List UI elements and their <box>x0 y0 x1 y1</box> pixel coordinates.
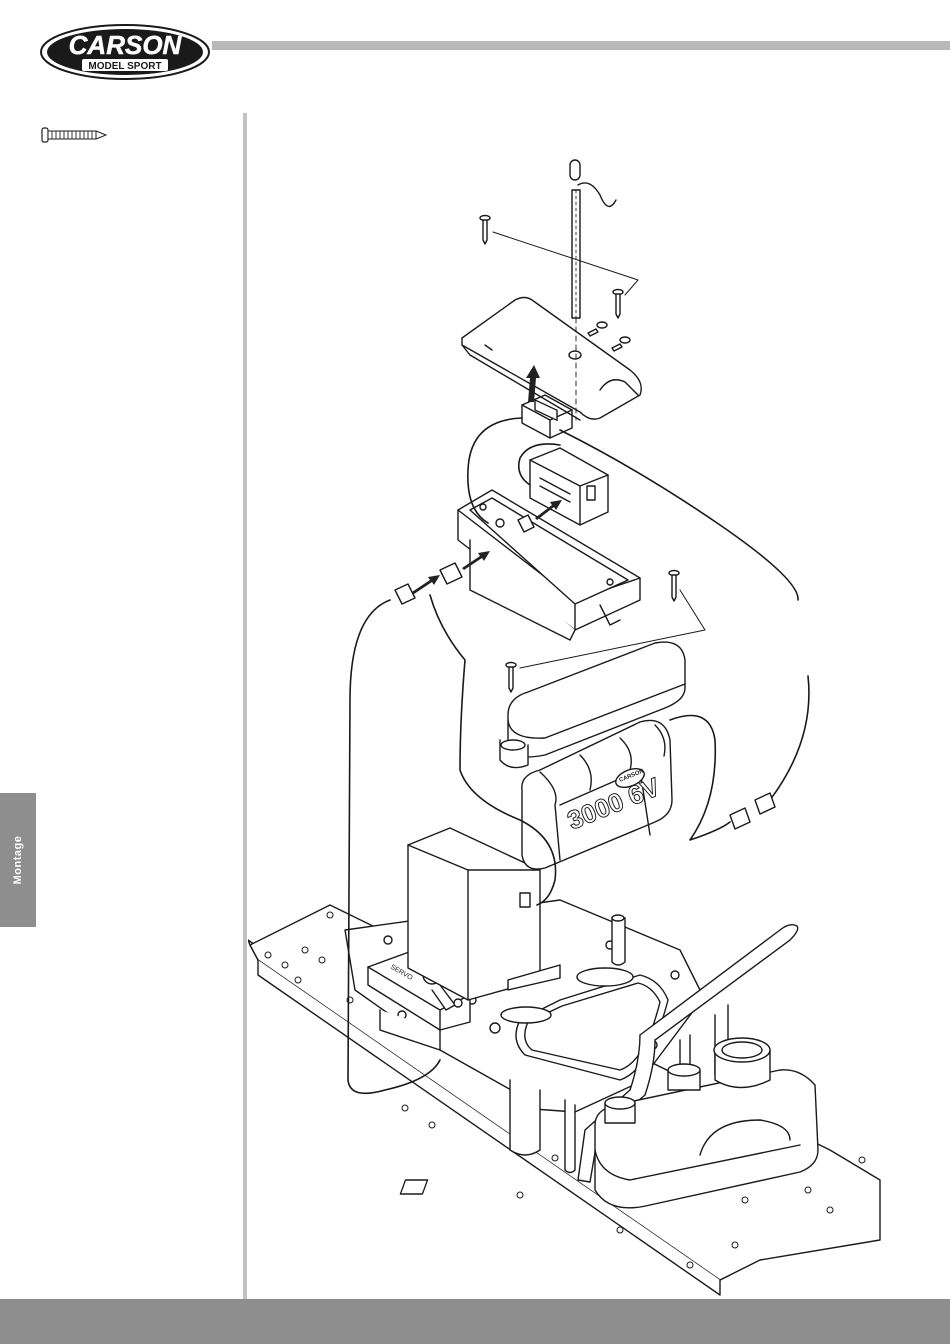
screw-icon <box>612 337 630 351</box>
logo-brand-text: CARSON <box>69 30 183 60</box>
screw-icon <box>613 290 623 319</box>
section-tab-label: Montage <box>12 836 24 885</box>
column-divider <box>243 113 247 1299</box>
screw-icon <box>669 571 679 602</box>
header-bar <box>212 41 950 50</box>
logo-tagline-text: MODEL SPORT <box>88 61 161 72</box>
screw-icon <box>480 216 490 245</box>
screw-icon <box>40 125 108 145</box>
assembly-diagram: SERVO 3000 6V CARSON <box>248 150 950 1299</box>
screw-icon <box>588 322 607 336</box>
section-tab: Montage <box>0 793 36 927</box>
carson-logo: CARSON MODEL SPORT <box>40 24 210 80</box>
receiver-box-icon <box>458 490 640 640</box>
screw-icon <box>506 663 516 693</box>
upright-post <box>612 915 625 965</box>
footer-bar <box>0 1299 950 1344</box>
